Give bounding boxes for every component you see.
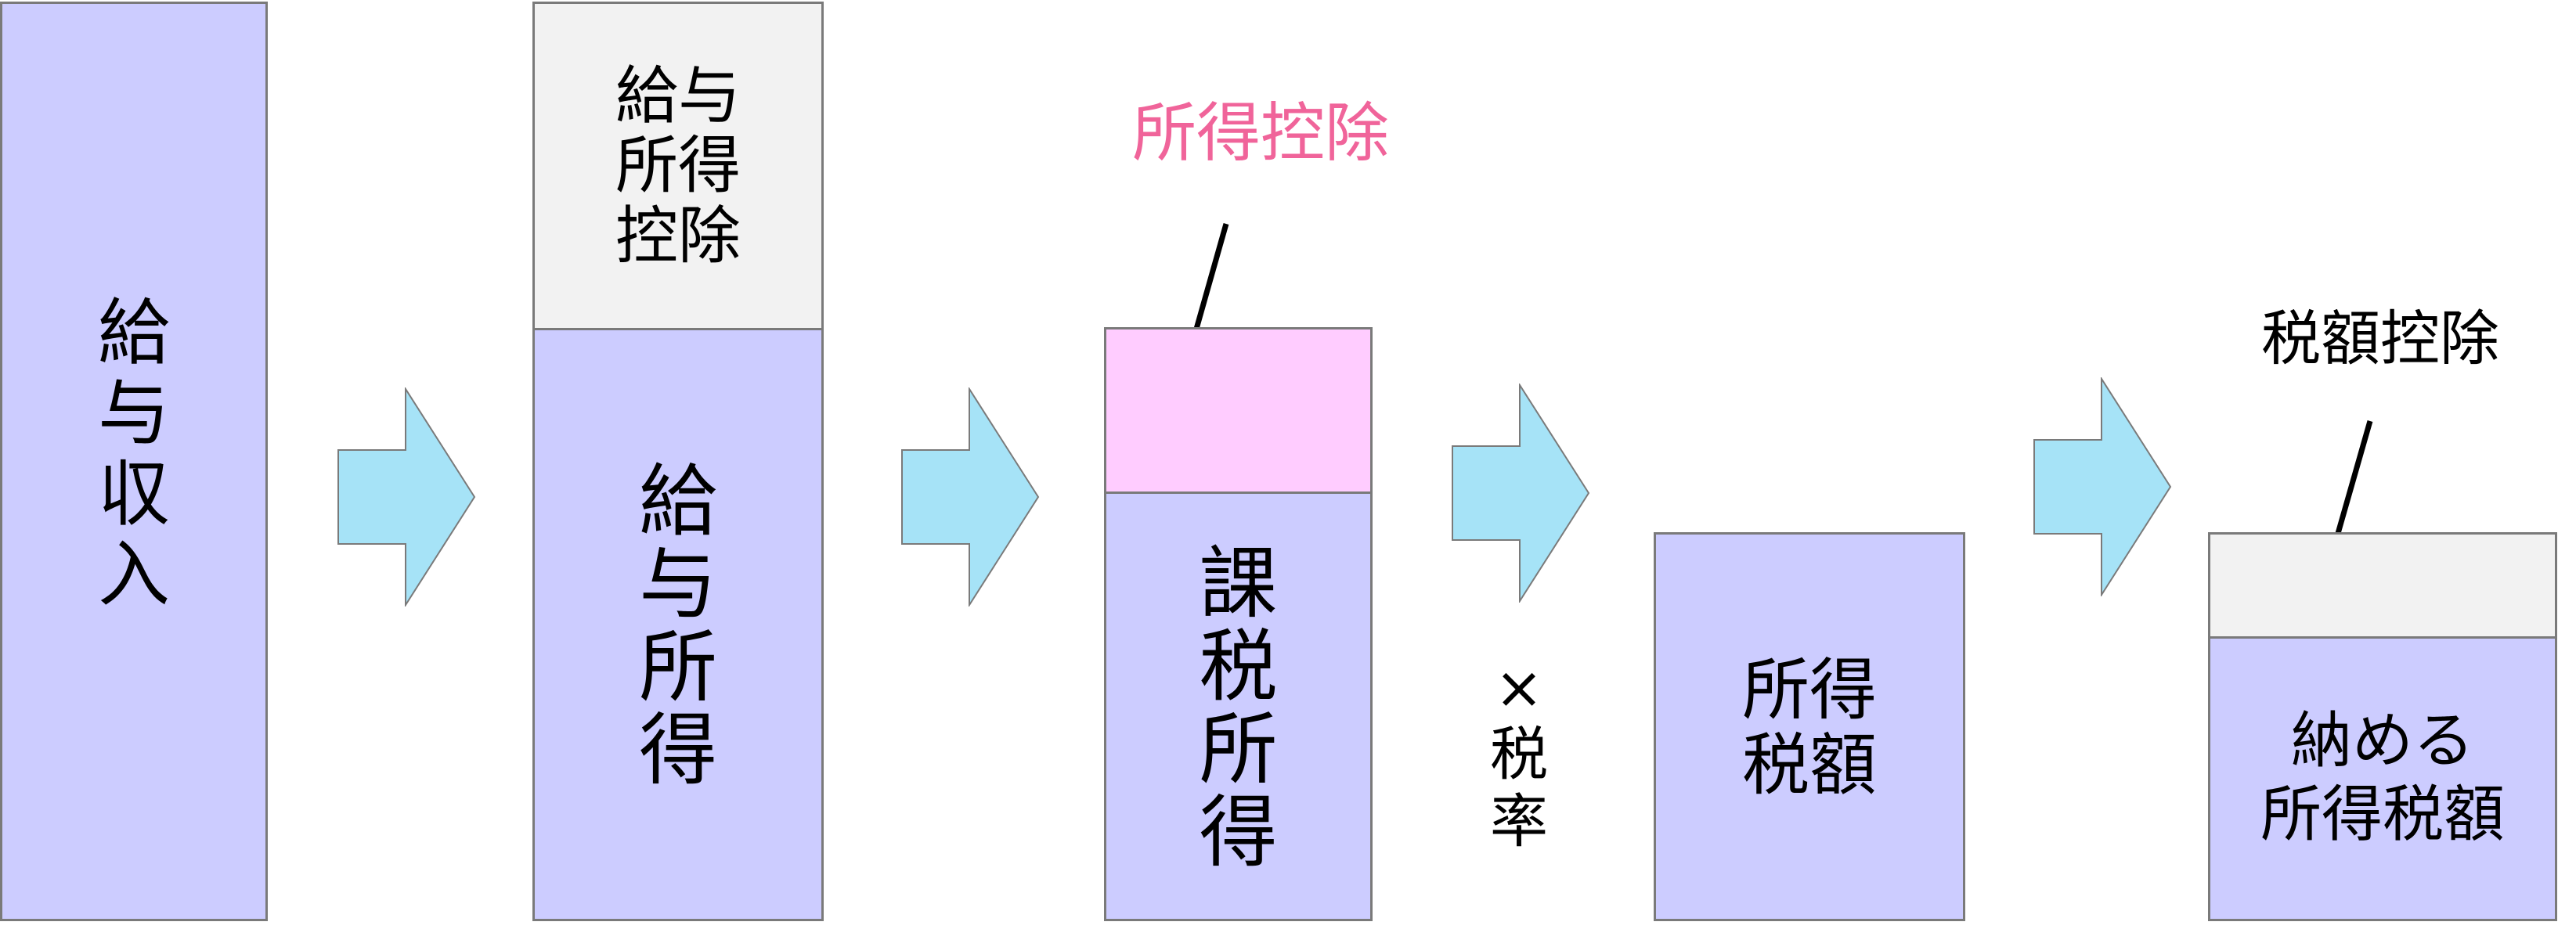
salary-income-label: 給 与 収 入 [0,235,268,673]
tax-rate-char: 税 [1490,721,1548,789]
tax-credit-label: 税額控除 [2261,304,2499,373]
income-deduction-label: 所得控除 [1131,96,1389,171]
tax-payable-line: 所得税額 [2260,780,2505,850]
right-arrow-icon [2033,377,2172,596]
salary-earned-char: 所 [639,621,717,713]
salary-earned-char: 得 [639,704,717,796]
income-tax-line: 所得 [1742,650,1877,729]
right-arrow-icon [1452,383,1590,603]
taxable-income-char: 所 [1199,704,1278,795]
tax-rate-char: 率 [1490,787,1548,855]
tax-payable-label: 納める 所得税額 [2208,650,2557,908]
salary-income-char: 入 [97,533,170,618]
tax-payable-line: 納める [2290,706,2474,777]
salary-income-box [0,2,268,921]
salary-deduction-label: 給与 所得 控除 [532,2,824,330]
taxable-income-char: 課 [1199,538,1278,629]
income-deduction-box [1104,327,1373,494]
salary-income-char: 給 [97,290,170,375]
income-tax-label: 所得 税額 [1654,540,1965,916]
tax-payable-box [2208,636,2557,921]
salary-earned-char: 与 [639,538,717,630]
tax-rate-char: × [1494,654,1543,722]
salary-deduction-line: 給与 [615,59,741,132]
salary-deduction-line: 控除 [615,199,741,272]
taxable-income-char: 得 [1199,787,1278,878]
tax-rate-label: × 税 率 [1472,642,1566,869]
salary-deduction-box [532,2,824,330]
income-tax-line: 税額 [1742,726,1877,805]
salary-earned-box [532,328,824,921]
taxable-income-char: 税 [1199,621,1278,712]
salary-earned-char: 給 [639,455,717,547]
taxable-income-box [1104,492,1373,921]
taxable-income-label: 課 税 所 得 [1104,509,1373,908]
salary-earned-label: 給 与 所 得 [532,415,824,837]
income-tax-box [1654,532,1965,921]
salary-deduction-line: 所得 [615,129,741,203]
right-arrow-icon [901,387,1040,607]
salary-income-char: 収 [97,452,170,536]
salary-income-char: 与 [97,371,170,455]
tax-credit-box [2208,532,2557,639]
right-arrow-icon [337,387,476,607]
